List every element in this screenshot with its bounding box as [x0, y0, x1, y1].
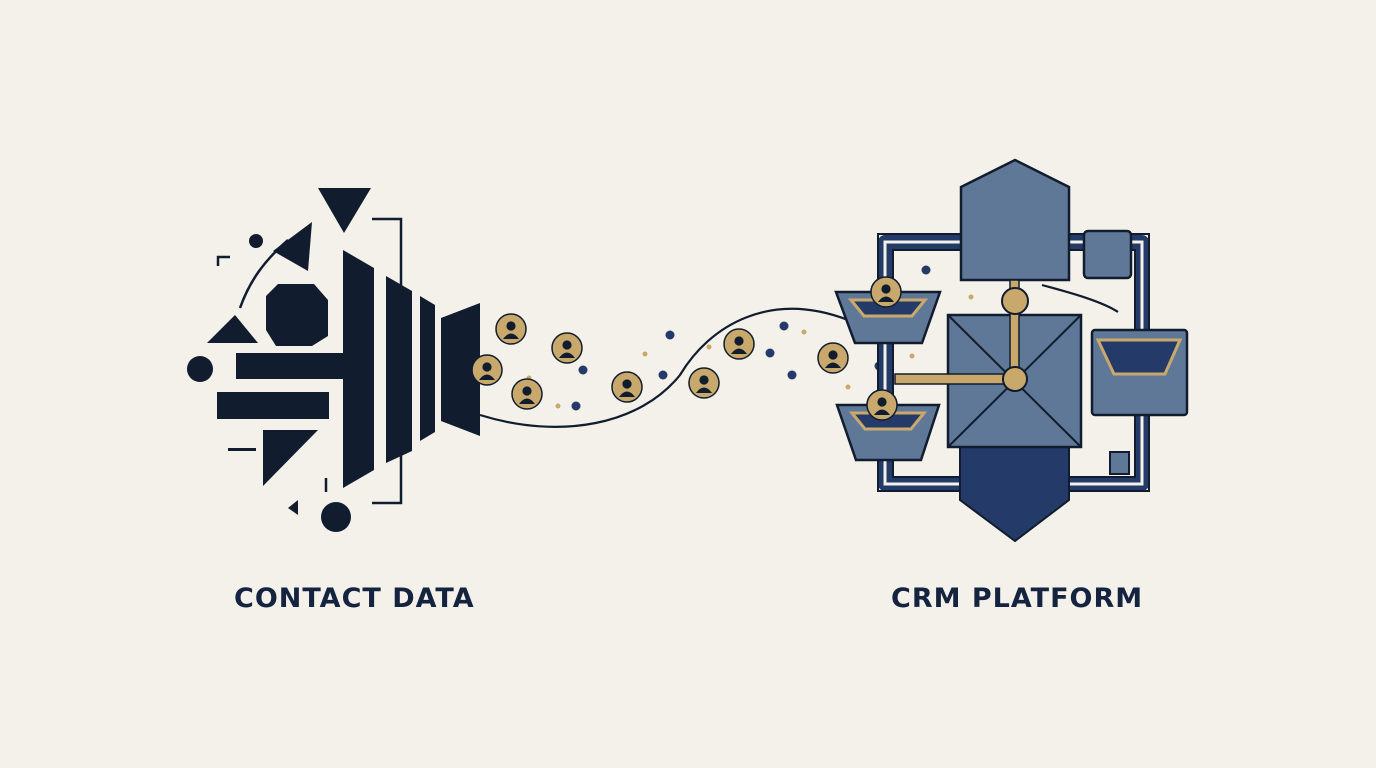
- person-icon: [723, 328, 755, 360]
- person-icon: [471, 354, 503, 386]
- person-icon: [817, 342, 849, 374]
- triangle-shard: [273, 222, 312, 271]
- dot-shard: [321, 502, 351, 532]
- funnel-slat: [386, 276, 412, 463]
- triangle-shard: [288, 500, 298, 515]
- person-icon: [866, 389, 898, 421]
- person-icon: [511, 378, 543, 410]
- output-dispenser: [959, 439, 1070, 543]
- funnel-frame-lines: [216, 217, 403, 505]
- fragmented-funnel-icon: [187, 188, 480, 532]
- gold-linkage: [894, 279, 1029, 392]
- data-flow-lines: [479, 283, 1119, 428]
- funnel-slat: [343, 250, 374, 488]
- dash-shard: [228, 448, 256, 451]
- small-square-block: [1082, 229, 1133, 280]
- house-block: [959, 158, 1071, 282]
- dot-shard: [249, 234, 263, 248]
- person-icon: [688, 367, 720, 399]
- triangle-shard: [207, 315, 258, 343]
- octagon-shard: [266, 284, 328, 346]
- input-tray-upper: [834, 290, 942, 345]
- triangle-shard: [318, 188, 371, 233]
- crm-machine-icon: [834, 158, 1189, 543]
- funnel-slat: [420, 296, 435, 441]
- person-icon: [611, 371, 643, 403]
- input-tray-lower: [835, 403, 941, 462]
- scatter-dots: [526, 265, 974, 411]
- person-icon: [495, 313, 527, 345]
- triangle-shard: [263, 430, 318, 486]
- contact-tokens: [471, 276, 902, 421]
- bar-shard: [236, 353, 356, 379]
- dot-shard: [187, 356, 213, 382]
- bar-shard: [217, 392, 329, 419]
- source-label: CONTACT DATA: [234, 583, 475, 614]
- small-block: [1109, 451, 1130, 475]
- storage-bin: [1090, 328, 1189, 417]
- person-icon: [551, 332, 583, 364]
- destination-label: CRM PLATFORM: [891, 583, 1144, 614]
- person-icon: [870, 276, 902, 308]
- funnel-nozzle: [441, 303, 480, 436]
